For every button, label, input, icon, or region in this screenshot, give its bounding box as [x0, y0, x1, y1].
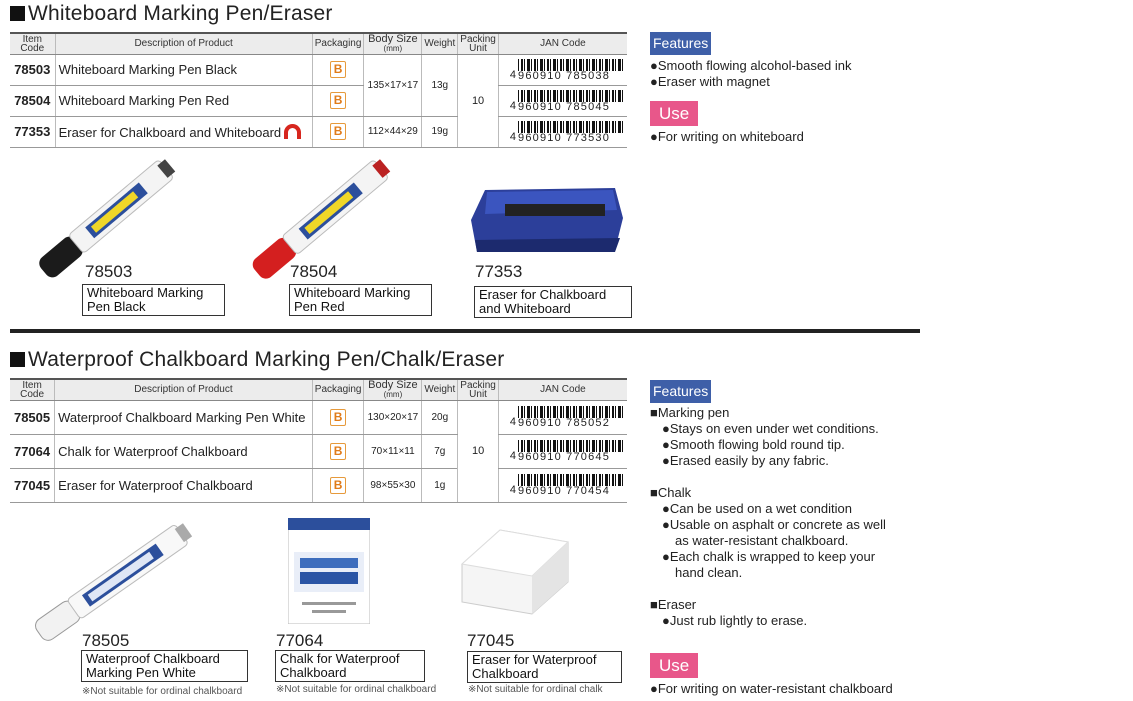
header-weight: Weight [421, 32, 458, 55]
product-description: Chalk for Waterproof Chalkboard [54, 434, 313, 469]
table-row: 78503 Whiteboard Marking Pen Black B 135… [10, 54, 627, 148]
section-divider [10, 329, 920, 333]
features-list: ●Smooth flowing alcohol-based ink ●Erase… [650, 58, 852, 89]
item-code: 77045 [10, 468, 55, 503]
packaging-b-icon: B [330, 92, 347, 109]
item-code: 78503 [10, 54, 56, 86]
packing-unit: 10 [457, 400, 499, 503]
body-size: 98×55×30 [363, 468, 422, 503]
header-description: Description of Product [54, 32, 313, 55]
weight: 7g [421, 434, 458, 469]
use-list: ●For writing on water-resistant chalkboa… [650, 681, 893, 696]
packing-unit: 10 [457, 54, 499, 148]
features-list: ■Marking pen ●Stays on even under wet co… [650, 405, 886, 628]
weight: 1g [421, 468, 458, 503]
product-note: ※Not suitable for ordinal chalkboard [82, 686, 243, 697]
header-packaging: Packaging [311, 32, 364, 55]
pen-red-image [252, 159, 391, 279]
header-body-size: Body Size(mm) [363, 378, 422, 401]
barcode-icon [518, 474, 624, 486]
packaging-b-icon: B [330, 476, 347, 494]
section1-title: Whiteboard Marking Pen/Eraser [10, 2, 333, 26]
product-code: 77045 [467, 631, 515, 650]
section2-table: Item Code Description of Product Packagi… [10, 378, 627, 503]
features-label: Features [650, 380, 712, 403]
table-row: 77045 Eraser for Waterproof Chalkboard B… [10, 468, 627, 503]
sponge-eraser-image [460, 529, 570, 615]
table-row: 77064 Chalk for Waterproof Chalkboard B … [10, 434, 627, 469]
barcode-icon [518, 440, 624, 452]
product-description: Whiteboard Marking Pen Black [54, 54, 313, 86]
use-label: Use [650, 653, 699, 678]
product-description: Waterproof Chalkboard Marking Pen White [54, 400, 313, 435]
body-size: 70×11×11 [363, 434, 422, 469]
body-size: 112×44×29 [363, 116, 422, 148]
use-label: Use [650, 101, 699, 126]
body-size: 135×17×17 [363, 54, 422, 117]
body-size: 130×20×17 [363, 400, 422, 435]
header-jan: JAN Code [497, 378, 627, 401]
chalk-box-image [288, 518, 370, 624]
eraser-image [471, 188, 623, 252]
weight: 19g [421, 116, 458, 148]
packaging-b-icon: B [330, 123, 347, 140]
header-body-size: Body Size(mm) [363, 32, 422, 55]
table-row: 78505 Waterproof Chalkboard Marking Pen … [10, 400, 627, 503]
header-jan: JAN Code [497, 32, 627, 55]
header-weight: Weight [421, 378, 458, 401]
product-note: ※Not suitable for ordinal chalk [468, 684, 603, 695]
product-description: Eraser for Chalkboard and Whiteboard [54, 116, 313, 148]
weight: 20g [421, 400, 458, 435]
use-list: ●For writing on whiteboard [650, 129, 804, 144]
packaging-b-icon: B [330, 408, 347, 426]
packaging-b-icon: B [330, 442, 347, 460]
header-item-code: Item Code [10, 378, 55, 401]
magnet-icon [284, 123, 302, 139]
features-label: Features [650, 32, 712, 55]
barcode-icon [518, 120, 624, 133]
product-code: 78503 [85, 262, 133, 281]
item-code: 78504 [10, 85, 56, 117]
pen-black-image [39, 159, 176, 278]
header-item-code: Item Code [10, 32, 56, 55]
product-code: 77064 [276, 631, 324, 650]
product-description: Eraser for Waterproof Chalkboard [54, 468, 313, 503]
barcode-icon [518, 406, 624, 418]
packaging-b-icon: B [330, 61, 347, 78]
item-code: 77064 [10, 434, 55, 469]
header-packing-unit: Packing Unit [457, 378, 499, 401]
header-packing-unit: Packing Unit [457, 32, 499, 55]
weight: 13g [421, 54, 458, 117]
barcode-icon [518, 58, 624, 71]
item-code: 78505 [10, 400, 55, 435]
product-note: ※Not suitable for ordinal chalkboard [276, 684, 437, 695]
product-code: 78505 [82, 631, 130, 650]
item-code: 77353 [10, 116, 56, 148]
product-code: 77353 [475, 262, 523, 281]
header-packaging: Packaging [311, 378, 364, 401]
section1-table: Item Code Description of Product Packagi… [10, 32, 627, 148]
table-row: 77353 Eraser for Chalkboard and Whiteboa… [10, 116, 627, 148]
pen-white-image [35, 523, 193, 641]
header-description: Description of Product [54, 378, 313, 401]
section2-title: Waterproof Chalkboard Marking Pen/Chalk/… [10, 348, 504, 372]
product-code: 78504 [290, 262, 338, 281]
product-description: Whiteboard Marking Pen Red [54, 85, 313, 117]
barcode-icon [518, 89, 624, 102]
